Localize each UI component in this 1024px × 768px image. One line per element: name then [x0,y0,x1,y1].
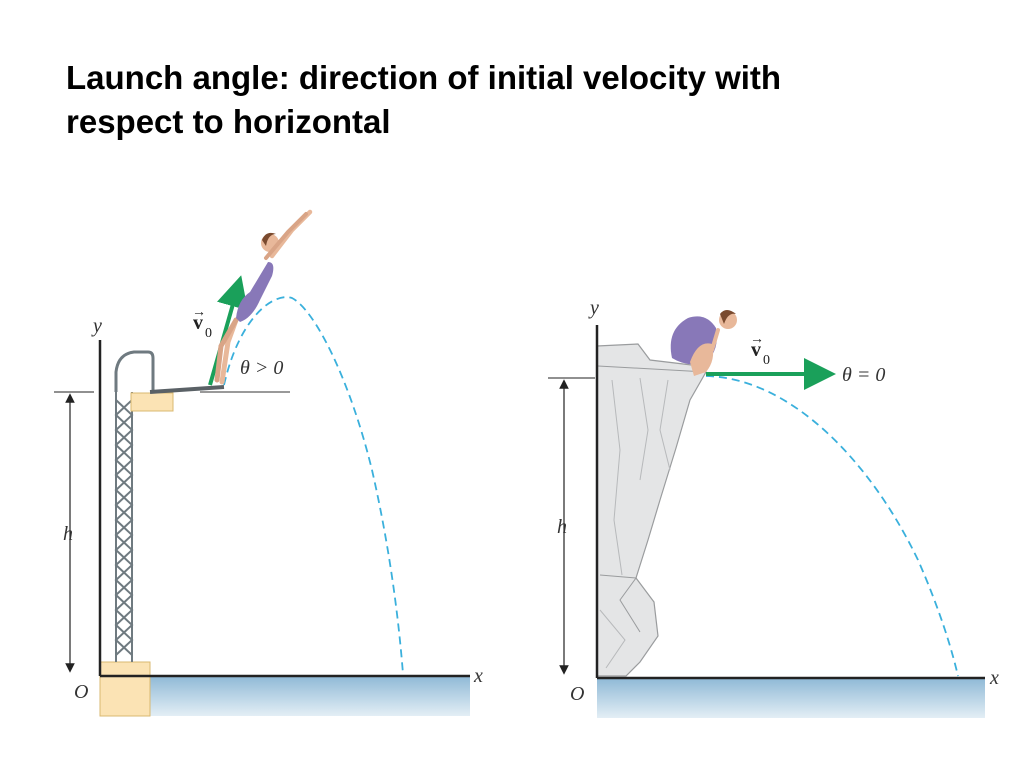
right-y-label: y [588,297,599,319]
tower-platform [130,392,174,412]
left-x-label: x [473,665,483,687]
diving-tower [114,350,155,662]
left-height-label: h [63,523,73,545]
right-velocity-subscript: 0 [763,353,770,368]
title-line-1: Launch angle: direction of initial veloc… [66,59,782,96]
right-water [597,678,985,718]
left-velocity-arrow-glyph: → [192,305,206,320]
left-velocity-arrow [208,275,248,386]
diving-board [149,385,225,394]
right-velocity-symbol: v [751,339,761,361]
right-figure: y x O h → v 0 θ = 0 [548,297,999,718]
right-angle-label: θ = 0 [842,364,885,386]
left-y-label: y [91,315,102,337]
cliff [596,343,707,677]
right-velocity-arrow-glyph: → [750,332,764,347]
title-line-2: respect to horizontal [66,103,391,140]
right-origin-label: O [570,683,584,705]
left-trajectory [223,296,404,675]
right-velocity-label: → v 0 [750,332,770,368]
left-angle-label: θ > 0 [240,357,283,379]
left-velocity-subscript: 0 [205,326,212,341]
right-x-label: x [989,667,999,689]
right-trajectory [705,375,959,677]
right-height-label: h [557,516,567,538]
left-figure: y x O h → v 0 θ > 0 [54,209,483,717]
left-water [150,676,470,716]
slide-title: Launch angle: direction of initial veloc… [66,56,966,144]
left-velocity-symbol: v [193,312,203,334]
right-diver [670,310,737,376]
left-diver [214,209,313,385]
left-origin-label: O [74,681,88,703]
left-velocity-label: → v 0 [192,305,212,341]
left-tower-base [99,661,151,717]
